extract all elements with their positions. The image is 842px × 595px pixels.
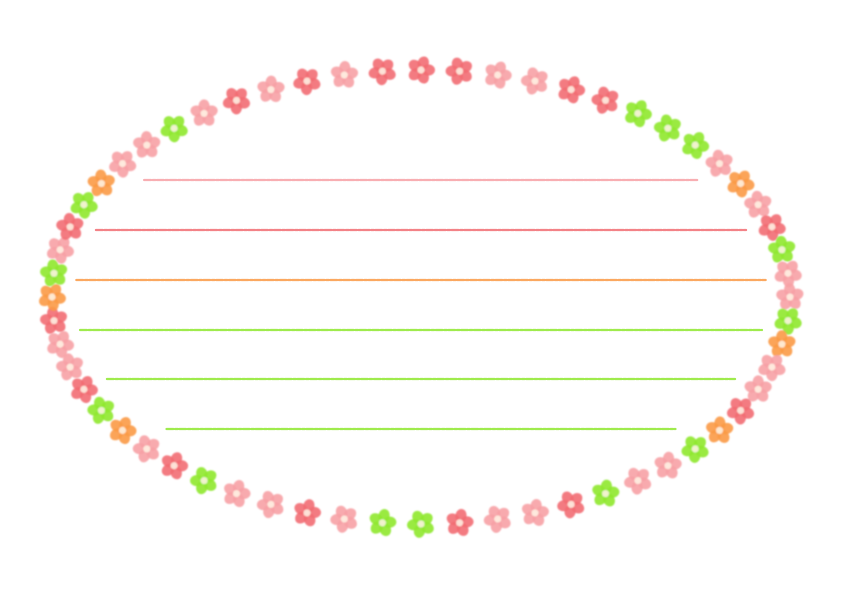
flower-icon [222,88,250,115]
writing-lines [75,178,767,431]
flower-icon [190,99,218,126]
flower-icon [56,353,83,381]
flower-icon [47,331,75,359]
flower-icon [558,76,586,104]
flower-icon [161,452,189,480]
flower-icon [768,235,796,263]
flower-icon [160,115,188,143]
flower-icon [654,451,682,479]
flower-icon [224,480,251,508]
flower-icon [46,236,74,264]
flower-icon [109,417,137,445]
flower-icon [133,131,161,158]
flower-icon [408,56,435,84]
flower-icon [485,61,512,89]
flower-icon [774,260,802,288]
flower-icon [744,190,772,218]
flower-icon [483,505,511,533]
flower-icon [368,58,396,86]
flower-icon [56,212,84,240]
flower-icon [774,308,802,335]
flower-border-ring [39,56,804,538]
flower-icon [768,330,796,357]
flower-icon [727,170,755,198]
flower-icon [653,114,681,142]
flower-icon [369,509,397,537]
flower-icon [776,283,804,310]
flower-icon [521,67,548,95]
flower-icon [682,132,710,159]
flower-icon [681,436,709,463]
flower-icon [40,306,67,334]
flower-icon [70,192,98,219]
flower-icon [758,354,786,382]
flower-icon [592,479,620,507]
flower-icon [132,435,160,463]
flower-icon [293,68,321,96]
flower-icon [758,214,786,241]
flower-icon [591,86,619,114]
flower-icon [726,398,755,425]
flower-icon [109,151,137,178]
flower-icon [87,169,115,197]
flower-icon [706,416,734,443]
flower-icon [257,75,285,103]
flower-icon [87,396,114,424]
flower-icon [40,259,68,287]
flower-icon [39,284,66,311]
flower-icon [624,467,652,495]
flower-icon [330,505,357,533]
flower-icon [625,100,652,128]
flower-icon [71,376,98,404]
flower-icon [705,149,733,177]
flower-icon [744,375,772,402]
flower-icon [446,508,474,536]
flower-icon [445,57,472,85]
flower-icon [557,491,585,519]
flower-icon [256,490,284,519]
flower-icon [407,510,434,538]
flower-icon [330,61,359,88]
flower-icon [522,499,549,526]
flower-icon [294,499,321,527]
flower-icon [190,467,217,495]
